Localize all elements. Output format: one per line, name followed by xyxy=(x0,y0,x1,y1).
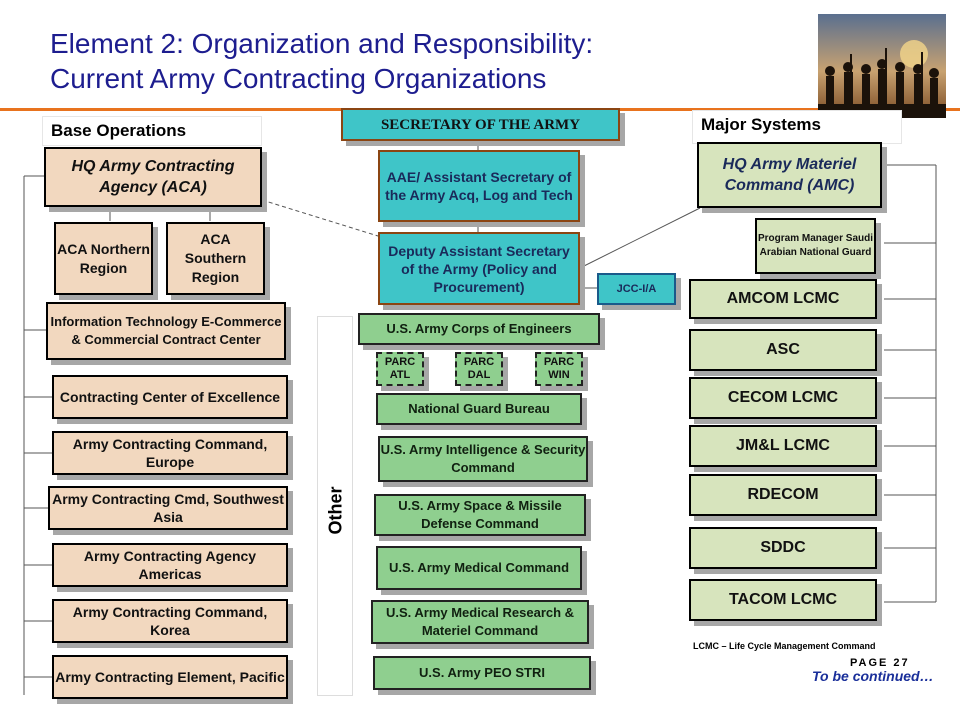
medical-command-box: U.S. Army Medical Command xyxy=(376,546,582,590)
to-be-continued: To be continued… xyxy=(812,668,934,684)
ace-pacific-box: Army Contracting Element, Pacific xyxy=(52,655,288,699)
tacom-lcmc-box: TACOM LCMC xyxy=(689,579,877,621)
parc-atl-box: PARC ATL xyxy=(376,352,424,386)
parc-win-box: PARC WIN xyxy=(535,352,583,386)
title-line-2: Current Army Contracting Organizations xyxy=(50,63,547,94)
rdecom-box: RDECOM xyxy=(689,474,877,516)
jcc-ia-box: JCC-I/A xyxy=(597,273,676,305)
acc-europe-box: Army Contracting Command, Europe xyxy=(52,431,288,475)
dasa-pp-box: Deputy Assistant Secretary of the Army (… xyxy=(378,232,580,305)
other-label: Other xyxy=(325,485,346,535)
peo-stri-box: U.S. Army PEO STRI xyxy=(373,656,591,690)
sddc-box: SDDC xyxy=(689,527,877,569)
intelligence-security-command-box: U.S. Army Intelligence & Security Comman… xyxy=(378,436,588,482)
contracting-center-excellence-box: Contracting Center of Excellence xyxy=(52,375,288,419)
space-missile-defense-box: U.S. Army Space & Missile Defense Comman… xyxy=(374,494,586,536)
lcmc-footnote: LCMC – Life Cycle Management Command xyxy=(693,641,876,651)
pm-sang-box: Program Manager Saudi Arabian National G… xyxy=(755,218,876,274)
acc-southwest-asia-box: Army Contracting Cmd, Southwest Asia xyxy=(48,486,288,530)
asc-box: ASC xyxy=(689,329,877,371)
hq-amc-box: HQ Army Materiel Command (AMC) xyxy=(697,142,882,208)
acc-korea-box: Army Contracting Command, Korea xyxy=(52,599,288,643)
jml-lcmc-box: JM&L LCMC xyxy=(689,425,877,467)
aca-northern-region-box: ACA Northern Region xyxy=(54,222,153,295)
medical-research-command-box: U.S. Army Medical Research & Materiel Co… xyxy=(371,600,589,644)
aca-americas-box: Army Contracting Agency Americas xyxy=(52,543,288,587)
cecom-lcmc-box: CECOM LCMC xyxy=(689,377,877,419)
title-line-1: Element 2: Organization and Responsibili… xyxy=(50,28,594,59)
corps-of-engineers-box: U.S. Army Corps of Engineers xyxy=(358,313,600,345)
page-title: Element 2: Organization and Responsibili… xyxy=(50,26,810,96)
aca-southern-region-box: ACA Southern Region xyxy=(166,222,265,295)
national-guard-bureau-box: National Guard Bureau xyxy=(376,393,582,425)
base-operations-label: Base Operations xyxy=(42,116,262,146)
hq-aca-box: HQ Army Contracting Agency (ACA) xyxy=(44,147,262,207)
major-systems-label: Major Systems xyxy=(692,110,902,144)
page-number: PAGE 27 xyxy=(850,657,910,669)
parc-dal-box: PARC DAL xyxy=(455,352,503,386)
secretary-of-army-box: SECRETARY OF THE ARMY xyxy=(341,108,620,141)
amcom-lcmc-box: AMCOM LCMC xyxy=(689,279,877,319)
other-bracket xyxy=(317,316,353,696)
aae-box: AAE/ Assistant Secretary of the Army Acq… xyxy=(378,150,580,222)
it-e-commerce-box: Information Technology E-Commerce & Comm… xyxy=(46,302,286,360)
